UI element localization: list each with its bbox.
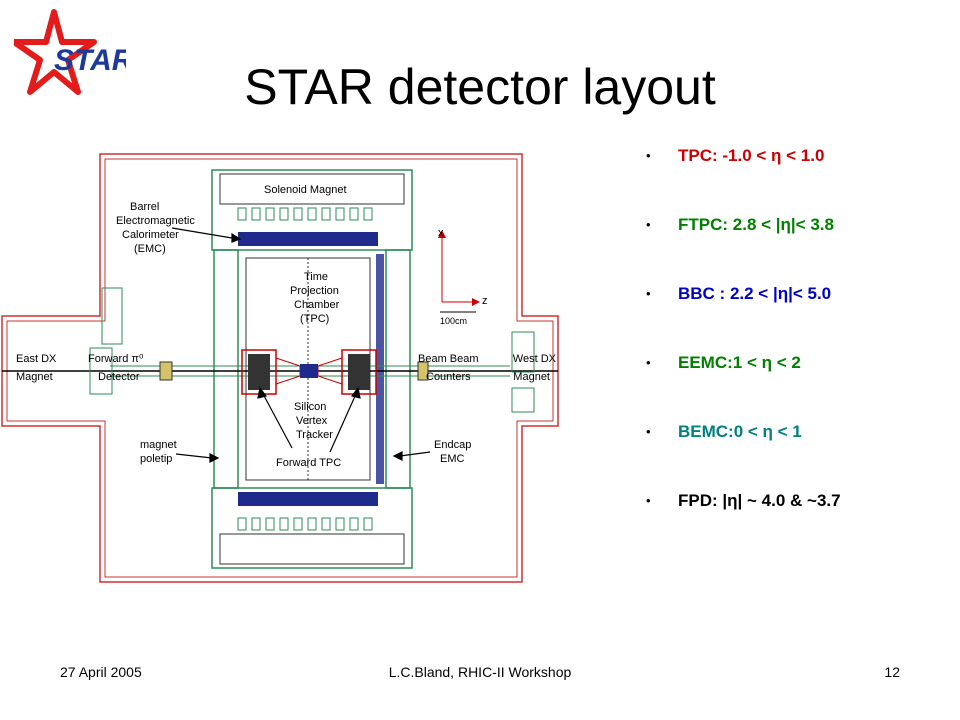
label-bbc-2: Counters [426, 371, 471, 383]
label-svt-1: Silicon [294, 401, 326, 413]
label-barrel-emc-3: Calorimeter [122, 229, 179, 241]
logo-text: STAR [54, 44, 126, 77]
label-tpc-3: Chamber [294, 299, 340, 311]
bullet-dot: • [646, 286, 651, 301]
bullet-dot: • [646, 148, 651, 163]
label-bbc-1: Beam Beam [418, 353, 479, 365]
dx-west [511, 331, 535, 373]
label-eemc-1: Endcap [434, 439, 471, 451]
bullet-dot: • [646, 355, 651, 370]
star-detector-diagram: Solenoid Magnet Barrel Electromagnetic C… [1, 153, 559, 583]
star-logo: STAR [14, 9, 126, 95]
label-east-dx-2: Magnet [16, 371, 53, 383]
magnet-yoke-top [211, 169, 413, 251]
label-tpc-4: (TPC) [300, 313, 329, 325]
solenoid-coils [237, 207, 373, 221]
label-axis-x: x [438, 227, 444, 239]
label-forward-pi0-1: Forward π⁰ [88, 353, 144, 365]
label-axis-z: z [482, 295, 488, 307]
label-poletip-1: magnet [140, 439, 177, 451]
bullet-text-eemc: EEMC:1 < η < 2 [678, 353, 801, 372]
bbc-west [417, 361, 429, 381]
label-svt-2: Vertex [296, 415, 328, 427]
label-eemc-2: EMC [440, 453, 465, 465]
solenoid-coils-bottom [237, 517, 373, 531]
label-scale: 100cm [440, 316, 467, 326]
label-east-dx-1: East DX [16, 353, 57, 365]
poletip-left [213, 249, 239, 489]
logo-star-shape [14, 9, 97, 95]
footer-page-number: 12 [884, 664, 900, 680]
bullet-text-ftpc: FTPC: 2.8 < |η|< 3.8 [678, 215, 834, 234]
footer-date: 27 April 2005 [60, 664, 142, 680]
label-poletip-2: poletip [140, 453, 172, 465]
bullet-dot: • [646, 493, 651, 508]
slide-title: STAR detector layout [244, 59, 716, 115]
label-west-dx-1: West DX [513, 353, 557, 365]
hall-outline-inner [6, 158, 554, 578]
bullet-text-fpd: FPD: |η| ~ 4.0 & ~3.7 [678, 491, 841, 510]
label-ftpc: Forward TPC [276, 457, 341, 469]
quad-east [101, 287, 123, 345]
poletip-right [385, 249, 411, 489]
label-solenoid-magnet: Solenoid Magnet [264, 184, 347, 196]
label-forward-pi0-2: Detector [98, 371, 140, 383]
hall-outline [1, 153, 559, 583]
bullet-dot: • [646, 424, 651, 439]
label-west-dx-2: Magnet [513, 371, 550, 383]
label-tpc-1: Time [304, 271, 328, 283]
axes-indicator [438, 230, 480, 313]
label-barrel-emc-4: (EMC) [134, 243, 166, 255]
central-inner-detectors [241, 349, 377, 395]
label-svt-3: Tracker [296, 429, 333, 441]
bullet-text-bbc: BBC : 2.2 < |η|< 5.0 [678, 284, 832, 303]
label-barrel-emc-2: Electromagnetic [116, 215, 195, 227]
label-barrel-emc-1: Barrel [130, 201, 159, 213]
magnet-yoke-bottom [211, 487, 413, 569]
pointer-arrows [171, 227, 431, 463]
bullet-dot: • [646, 217, 651, 232]
label-tpc-2: Projection [290, 285, 339, 297]
bullet-text-bemc: BEMC:0 < η < 1 [678, 422, 802, 441]
fpd-east [159, 361, 173, 381]
bullet-text-tpc: TPC: -1.0 < η < 1.0 [678, 146, 825, 165]
endcap-emc [376, 254, 384, 484]
footer-author: L.C.Bland, RHIC-II Workshop [388, 664, 572, 680]
quad-west [511, 387, 535, 413]
dx-east [89, 347, 113, 395]
